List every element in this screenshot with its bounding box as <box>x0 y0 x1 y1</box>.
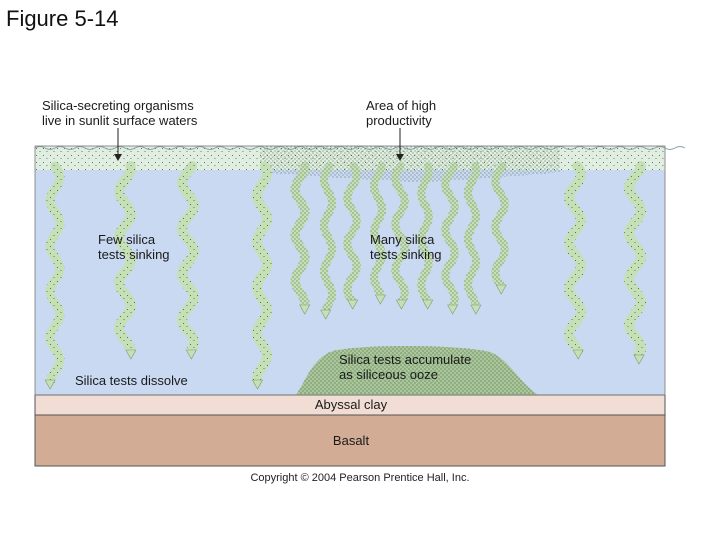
sinking-trail-arrowhead <box>320 309 332 320</box>
sinking-trail-arrowhead <box>125 349 137 360</box>
sinking-trail-arrowhead <box>422 299 434 310</box>
figure-title: Figure 5-14 <box>6 6 119 31</box>
sinking-trail-stipple <box>623 161 647 359</box>
abyssal-clay-label: Abyssal clay <box>315 397 388 412</box>
sinking-trail-stipple <box>176 161 200 355</box>
sinking-trail-stipple <box>319 162 337 314</box>
sinking-trail-arrowhead <box>447 304 459 315</box>
sinking-tests-trails <box>44 161 647 390</box>
sinking-trail-stipple <box>440 162 460 310</box>
few-tests-label: Few silica tests sinking <box>98 232 170 262</box>
sinking-trail-arrowhead <box>251 379 264 390</box>
sinking-trail-arrowhead <box>633 354 645 365</box>
sinking-trail-arrowhead <box>185 349 197 360</box>
sinking-trail-stipple <box>342 162 362 306</box>
copyright-notice: Copyright © 2004 Pearson Prentice Hall, … <box>250 472 470 484</box>
sinking-trail-arrowhead <box>347 299 359 310</box>
basalt-layer <box>34 414 666 467</box>
sinking-trail-arrowhead <box>299 304 311 315</box>
high-productivity-label: Area of high productivity <box>366 98 440 128</box>
sinking-trail-arrowhead <box>395 299 407 310</box>
productivity-pointer-arrowhead <box>396 154 404 161</box>
sinking-trail-stipple <box>490 162 510 290</box>
sea-surface-line <box>34 146 686 150</box>
sinking-trail-arrowhead <box>572 349 584 360</box>
many-tests-label: Many silica tests sinking <box>370 232 442 262</box>
sinking-trail-arrowhead <box>374 294 386 305</box>
surface-pointer-arrowhead <box>114 154 122 161</box>
surface-organisms-label: Silica-secreting organisms live in sunli… <box>42 98 198 128</box>
high-productivity-zone <box>260 146 560 182</box>
sinking-trail-arrowhead <box>470 304 482 315</box>
sinking-trail-stipple <box>390 162 410 306</box>
sinking-trail-stipple <box>113 161 137 355</box>
sinking-trail-stipple <box>416 162 434 306</box>
sinking-trail-stipple <box>563 161 587 355</box>
water-outline <box>34 145 666 396</box>
sinking-trail-stipple <box>463 162 481 310</box>
sinking-trail-stipple <box>290 161 310 311</box>
dissolve-label: Silica tests dissolve <box>75 373 188 388</box>
basalt-label: Basalt <box>333 433 370 448</box>
sinking-trail-stipple <box>45 161 65 387</box>
sinking-trail-stipple <box>369 162 387 298</box>
accumulate-label: Silica tests accumulate as siliceous ooz… <box>339 352 475 382</box>
sinking-trail-arrowhead <box>495 284 507 295</box>
sinking-trail-arrowhead <box>44 379 56 390</box>
siliceous-ooze-stipple <box>296 346 538 395</box>
sinking-trail-stipple <box>251 161 273 387</box>
